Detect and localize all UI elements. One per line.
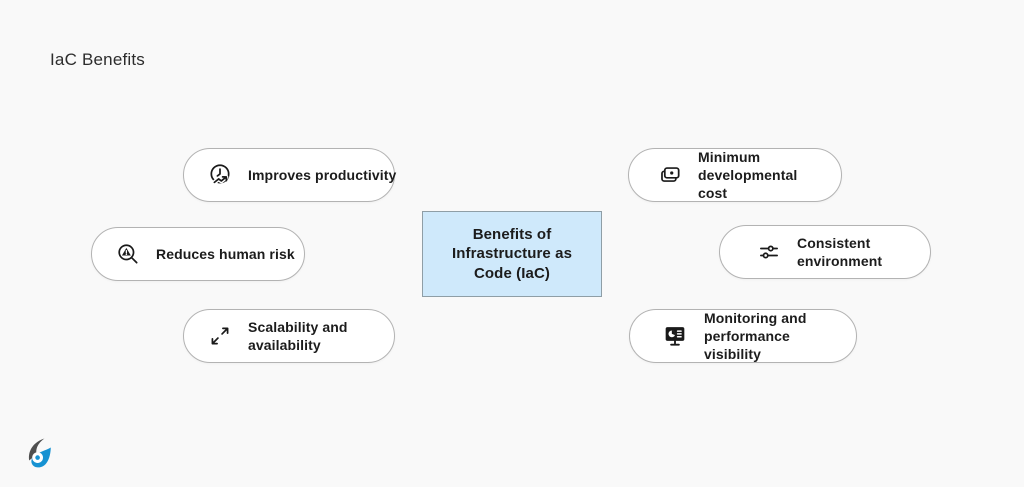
- sliders-icon: [756, 239, 782, 265]
- center-node-benefits-of-iac[interactable]: Benefits of Infrastructure as Code (IaC): [422, 211, 602, 297]
- logo-gray-flame: [28, 438, 45, 461]
- page-title: IaC Benefits: [50, 50, 146, 69]
- benefit-pill-monitoring-performance[interactable]: Monitoring and performance visibility: [629, 309, 857, 363]
- bottom-white-strip: [0, 487, 1024, 494]
- benefit-pill-label: Scalability and availability: [248, 319, 348, 353]
- expand-arrows-icon: [207, 323, 233, 349]
- benefit-pill-reduces-human-risk[interactable]: Reduces human risk: [91, 227, 305, 281]
- risk-magnifier-icon: [115, 241, 141, 267]
- benefit-pill-label: Monitoring and performance visibility: [704, 310, 807, 362]
- center-node-label: Benefits of Infrastructure as Code (IaC): [451, 225, 573, 282]
- monitor-chart-icon: [661, 322, 689, 350]
- benefit-pill-label: Minimum developmental cost: [698, 149, 798, 201]
- benefit-pill-label: Consistent environment: [797, 235, 883, 269]
- cash-stack-icon: [657, 162, 683, 188]
- benefit-pill-label: Improves productivity: [248, 167, 397, 183]
- brand-logo: [24, 438, 56, 477]
- benefit-pill-improves-productivity[interactable]: Improves productivity: [183, 148, 397, 202]
- clock-trend-icon: [207, 162, 233, 188]
- benefit-pill-label: Reduces human risk: [156, 246, 295, 262]
- benefit-pill-minimum-developmental-cost[interactable]: Minimum developmental cost: [628, 148, 842, 202]
- benefit-pill-scalability-availability[interactable]: Scalability and availability: [183, 309, 395, 363]
- benefit-pill-consistent-environment[interactable]: Consistent environment: [719, 225, 931, 279]
